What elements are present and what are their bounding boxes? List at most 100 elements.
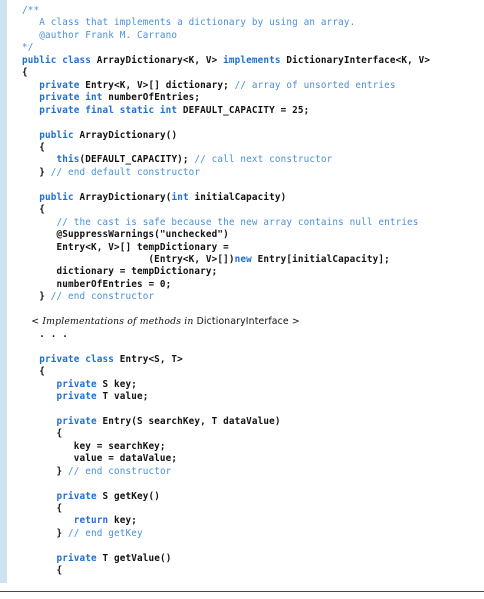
- code-text: }: [22, 291, 51, 303]
- code-line: dictionary = tempDictionary;: [22, 265, 217, 278]
- code-text: {: [22, 428, 63, 440]
- code-text: {: [22, 67, 28, 79]
- code-line: public class ArrayDictionary<K, V> imple…: [22, 54, 430, 67]
- code-keyword: public class: [22, 54, 97, 66]
- code-keyword: public: [22, 129, 80, 141]
- code-comment: // array of unsorted entries: [234, 79, 396, 91]
- code-line: private T value;: [22, 390, 148, 403]
- code-line: private class Entry<S, T>: [22, 353, 183, 366]
- code-text: ArrayDictionary<K, V>: [96, 54, 224, 66]
- code-line: public ArrayDictionary(): [22, 129, 177, 142]
- code-text: {: [22, 204, 45, 216]
- code-line: private S key;: [22, 378, 137, 391]
- bottom-divider: [0, 591, 484, 592]
- code-text: < Implementations of methods in: [22, 316, 197, 328]
- code-text: DEFAULT_CAPACITY = 25;: [182, 104, 310, 116]
- code-line: key = searchKey;: [22, 440, 166, 453]
- code-line: < Implementations of methods in Dictiona…: [22, 315, 300, 328]
- code-comment: // end constructor: [67, 465, 172, 477]
- code-text: DictionaryInterface: [196, 316, 289, 328]
- code-line: numberOfEntries = 0;: [22, 278, 171, 291]
- code-line: } // end getKey: [22, 527, 143, 540]
- code-text: key = searchKey;: [22, 440, 166, 452]
- code-line: } // end constructor: [22, 290, 154, 303]
- code-line: {: [22, 564, 62, 577]
- code-line: } // end default constructor: [22, 166, 200, 179]
- code-text: numberOfEntries;: [108, 92, 201, 104]
- code-keyword: private final static int: [22, 104, 183, 116]
- code-line: // the cast is safe because the new arra…: [22, 216, 419, 229]
- code-keyword: implements: [223, 54, 287, 66]
- code-text: Entry<K, V>[] tempDictionary =: [22, 241, 229, 253]
- code-comment: // the cast is safe because the new arra…: [22, 216, 419, 228]
- code-text: dictionary = tempDictionary;: [22, 266, 218, 278]
- code-keyword: private: [22, 415, 103, 427]
- code-text: }: [22, 166, 51, 178]
- code-keyword: private class: [22, 353, 120, 365]
- code-line: A class that implements a dictionary by …: [22, 16, 355, 29]
- code-line: {: [22, 203, 45, 216]
- code-text: S key;: [102, 378, 137, 390]
- code-keyword: private: [22, 390, 103, 402]
- code-line: return key;: [22, 514, 137, 527]
- code-comment: // call next constructor: [194, 154, 333, 166]
- code-line: */: [22, 41, 34, 54]
- code-text: {: [22, 366, 45, 378]
- code-text: (Entry<K, V>[]): [22, 254, 235, 265]
- code-keyword: private int: [22, 92, 109, 104]
- code-comment: /**: [22, 5, 40, 16]
- code-text: value = dataValue;: [22, 453, 178, 465]
- code-text: T value;: [102, 390, 149, 402]
- code-line: {: [22, 365, 45, 378]
- code-line: @SuppressWarnings("unchecked"): [22, 228, 229, 241]
- code-text: numberOfEntries = 0;: [22, 278, 172, 290]
- code-comment: // end default constructor: [50, 166, 201, 178]
- code-text: {: [22, 141, 45, 153]
- code-text: }: [22, 465, 68, 477]
- code-keyword: public: [22, 191, 80, 203]
- code-text: T getValue(): [102, 552, 172, 564]
- code-text: >: [288, 316, 300, 328]
- code-text: @SuppressWarnings("unchecked"): [22, 229, 229, 241]
- code-keyword: this: [22, 154, 80, 166]
- code-keyword: private: [22, 79, 86, 91]
- code-comment: @author Frank M. Carrano: [22, 29, 178, 41]
- code-line: private final static int DEFAULT_CAPACIT…: [22, 104, 309, 117]
- code-listing: /** A class that implements a dictionary…: [0, 0, 430, 583]
- code-text: Entry<S, T>: [119, 353, 183, 365]
- code-line: private int numberOfEntries;: [22, 91, 200, 104]
- code-comment: // end getKey: [67, 527, 143, 539]
- code-text: DictionaryInterface<K, V>: [286, 54, 431, 66]
- code-keyword: private: [22, 378, 103, 390]
- code-text: Entry(S searchKey, T dataValue): [102, 415, 281, 427]
- code-text: initialCapacity): [194, 191, 287, 203]
- code-line: @author Frank M. Carrano: [22, 29, 177, 42]
- code-line: /**: [22, 4, 39, 17]
- code-line: private T getValue(): [22, 552, 171, 565]
- code-comment: A class that implements a dictionary by …: [22, 17, 356, 29]
- code-line: this(DEFAULT_CAPACITY); // call next con…: [22, 153, 332, 166]
- code-keyword: new: [234, 254, 258, 265]
- code-line: {: [22, 141, 45, 154]
- gutter-bar: [0, 0, 7, 583]
- code-line: {: [22, 502, 62, 515]
- code-text: key;: [113, 515, 137, 527]
- code-text: ArrayDictionary(: [79, 191, 172, 203]
- code-line: value = dataValue;: [22, 452, 177, 465]
- code-keyword: int: [171, 191, 195, 203]
- code-text: {: [22, 503, 63, 514]
- code-line: private Entry(S searchKey, T dataValue): [22, 415, 281, 428]
- code-text: S getKey(): [102, 490, 160, 502]
- code-keyword: private: [22, 552, 103, 564]
- code-text: (DEFAULT_CAPACITY);: [79, 154, 195, 166]
- code-line: . . .: [22, 328, 68, 341]
- code-line: private Entry<K, V>[] dictionary; // arr…: [22, 79, 396, 92]
- code-text: Entry[initialCapacity];: [257, 254, 390, 265]
- code-keyword: return: [22, 515, 114, 527]
- code-text: Entry<K, V>[] dictionary;: [85, 79, 235, 91]
- code-text: }: [22, 527, 68, 539]
- code-line: Entry<K, V>[] tempDictionary =: [22, 241, 229, 254]
- code-text: {: [22, 565, 63, 577]
- code-line: public ArrayDictionary(int initialCapaci…: [22, 191, 286, 204]
- code-line: (Entry<K, V>[])new Entry[initialCapacity…: [22, 253, 390, 266]
